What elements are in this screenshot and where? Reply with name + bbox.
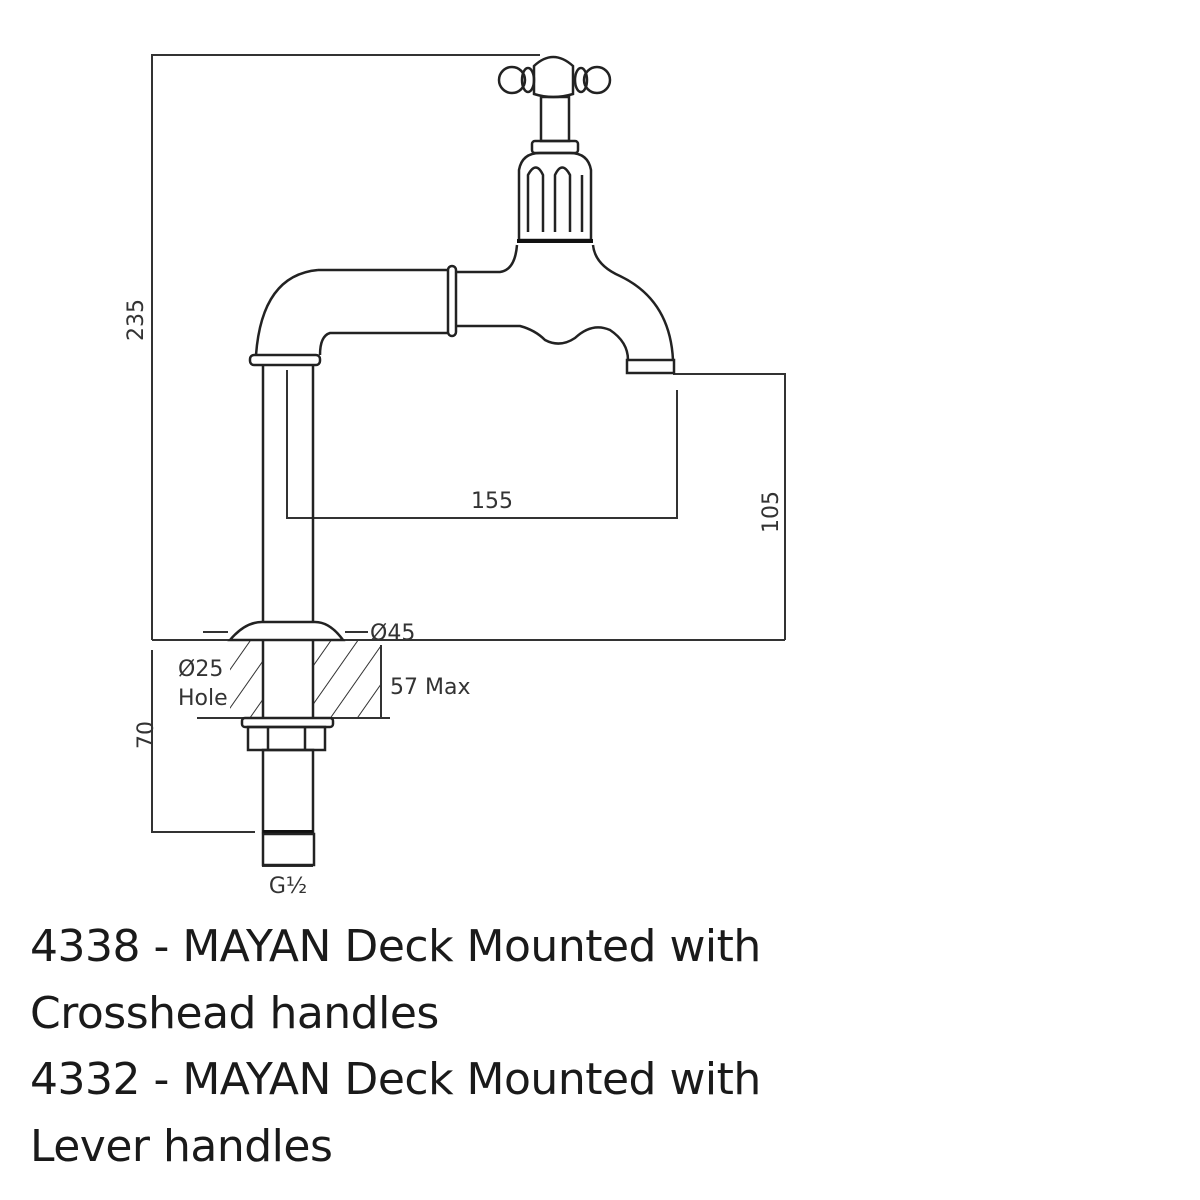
caption-line-4: Lever handles — [30, 1121, 333, 1172]
deck-mounting — [227, 620, 381, 867]
dim-tail-length: 70 — [134, 721, 159, 749]
dim-spout-reach: 155 — [471, 489, 513, 514]
dim-deck-thickness: 57 Max — [390, 675, 470, 700]
crosshead-handle — [497, 55, 612, 243]
dim-hole-label: Hole — [178, 686, 228, 711]
dim-spout-height: 105 — [759, 491, 784, 533]
dim-thread: G½ — [269, 874, 307, 899]
caption-line-1: 4338 - MAYAN Deck Mounted with — [30, 921, 761, 972]
dim-overall-height: 235 — [124, 299, 149, 341]
caption-line-3: 4332 - MAYAN Deck Mounted with — [30, 1054, 761, 1105]
dim-flange-diameter: Ø45 — [370, 621, 415, 646]
dim-hole-diameter: Ø25 — [178, 657, 223, 682]
tap-body — [248, 244, 676, 622]
caption-line-2: Crosshead handles — [30, 988, 439, 1039]
